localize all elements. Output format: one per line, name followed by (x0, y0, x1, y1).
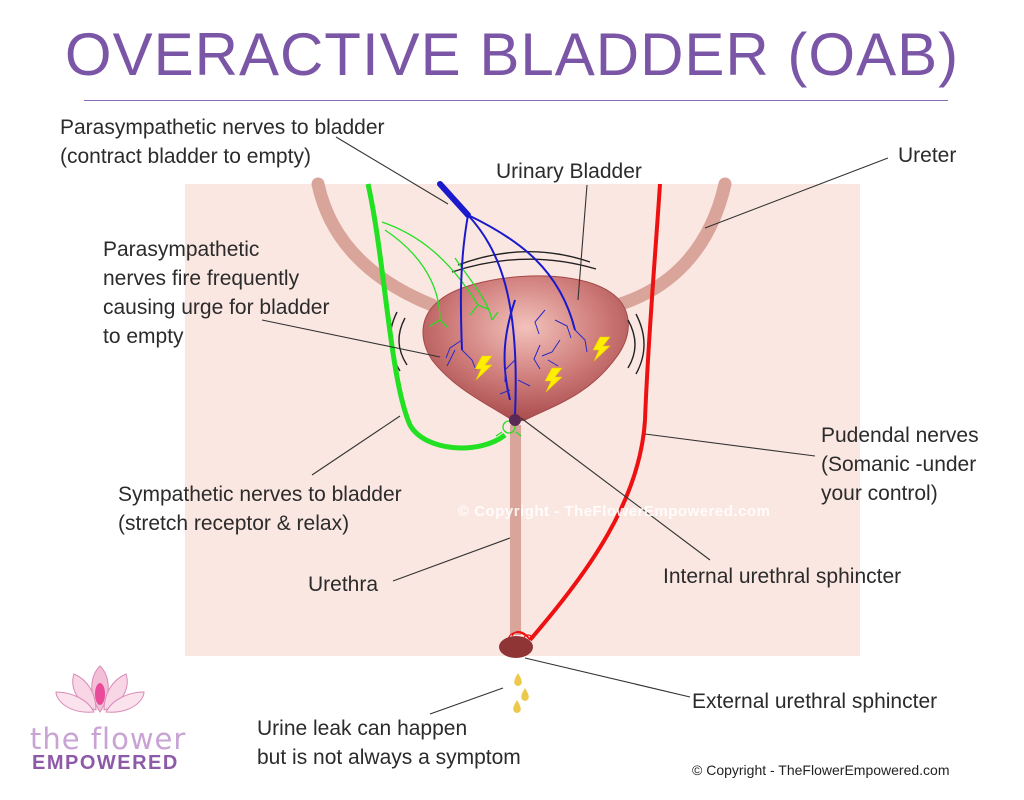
label-urine-leak: Urine leak can happen but is not always … (257, 714, 521, 772)
copyright-notice: © Copyright - TheFlowerEmpowered.com (692, 762, 950, 778)
parasympathetic-fine-branches (445, 309, 588, 395)
urethra-tube (510, 425, 521, 635)
label-external-sphincter: External urethral sphincter (692, 690, 938, 713)
label-urethra: Urethra (308, 573, 379, 596)
logo-text-bottom: EMPOWERED (32, 752, 179, 774)
urine-drop-icons (513, 673, 529, 713)
label-urinary-bladder: Urinary Bladder (496, 160, 642, 183)
logo-text-top: the flower (30, 722, 187, 756)
left-ureter (311, 177, 439, 312)
label-line: your control) (821, 482, 938, 505)
label-line: Parasympathetic nerves to bladder (60, 116, 385, 139)
external-sphincter-shape (499, 636, 533, 658)
bladder-body (422, 275, 629, 423)
sympathetic-branches (381, 221, 522, 437)
label-parasympathetic-fire: Parasympathetic nerves fire frequently c… (103, 235, 329, 351)
sympathetic-nerve (365, 183, 507, 451)
label-line: Urine leak can happen (257, 717, 468, 740)
label-line: to empty (103, 325, 184, 348)
label-line: but is not always a symptom (257, 746, 521, 769)
label-sympathetic-nerves: Sympathetic nerves to bladder (stretch r… (118, 480, 402, 538)
label-line: (stretch receptor & relax) (118, 512, 350, 535)
label-pudendal-nerves: Pudendal nerves (Somanic -under your con… (821, 421, 979, 508)
label-line: causing urge for bladder (103, 296, 330, 319)
label-line: (Somanic -under (821, 453, 977, 476)
label-line: Sympathetic nerves to bladder (118, 483, 402, 506)
lightning-icons (474, 336, 611, 393)
label-line: nerves fire frequently (103, 267, 300, 290)
label-ureter: Ureter (898, 144, 957, 167)
right-ureter (607, 177, 732, 313)
title-divider (84, 100, 948, 101)
internal-sphincter-mark (509, 414, 521, 426)
page-title: OVERACTIVE BLADDER (OAB) (64, 21, 960, 88)
leader-lines (261, 136, 889, 715)
pudendal-nerve (528, 183, 662, 642)
label-line: Pudendal nerves (821, 424, 979, 447)
label-line: (contract bladder to empty) (60, 145, 311, 168)
lotus-logo-icon (55, 665, 145, 713)
parasympathetic-branches (459, 214, 576, 416)
watermark: © Copyright - TheFlowerEmpowered.com (458, 503, 771, 520)
label-parasympathetic-nerves: Parasympathetic nerves to bladder (contr… (60, 113, 385, 171)
parasympathetic-trunk (437, 181, 471, 218)
label-internal-sphincter: Internal urethral sphincter (663, 565, 902, 588)
label-line: Parasympathetic (103, 238, 260, 261)
